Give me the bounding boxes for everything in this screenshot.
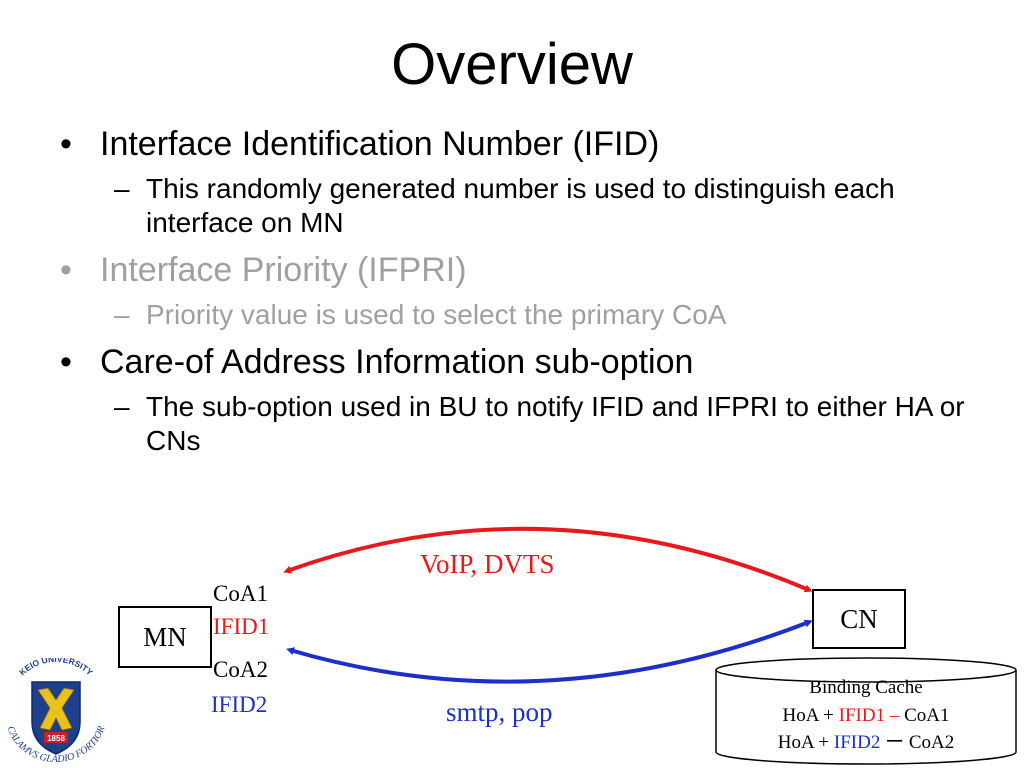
bullet-marker: • (60, 251, 72, 289)
logo-top-text: KEIO UNIVERSITY (17, 658, 95, 678)
bullet-text: Care-of Address Information sub-option (100, 343, 694, 381)
bullet-ifid: • Interface Identification Number (IFID) (60, 124, 1000, 164)
binding-cache-cylinder (715, 657, 1017, 765)
bullet-ifpri: • Interface Priority (IFPRI) (60, 250, 1000, 290)
logo-emblem (37, 687, 75, 731)
cn-label: CN (840, 603, 878, 634)
plus-text: + (823, 705, 834, 726)
coa1-cache-text: CoA1 (904, 705, 950, 726)
ifid2-label: IFID2 (211, 692, 268, 717)
binding-cache-row-1: HoA + IFID1 – CoA1 (716, 704, 1016, 728)
sub-bullet-ifid: – This randomly generated number is used… (60, 172, 1000, 240)
svg-text:KEIO UNIVERSITY: KEIO UNIVERSITY (17, 658, 95, 678)
mn-label: MN (143, 621, 187, 652)
blue-flow-label: smtp, pop (446, 697, 553, 727)
dash-marker: – (114, 391, 130, 422)
slide-title: Overview (391, 32, 633, 97)
bullet-marker: • (60, 343, 72, 381)
cn-node: CN (812, 589, 906, 649)
coa2-cache-text: CoA2 (908, 732, 955, 753)
ifid1-cache-text: IFID1 (838, 705, 886, 726)
sub-bullet-coa-suboption: – The sub-option used in BU to notify IF… (60, 390, 1000, 458)
separator-text: – (889, 705, 900, 726)
sub-bullet-ifpri: – Priority value is used to select the p… (60, 298, 1000, 332)
dash-marker: – (114, 173, 130, 204)
bullet-text: Interface Identification Number (IFID) (100, 125, 660, 163)
dash-marker: – (114, 299, 130, 330)
hoa-text: HoA (777, 732, 814, 753)
logo-year: 1858 (47, 734, 65, 743)
bullet-text: Interface Priority (IFPRI) (100, 251, 467, 289)
sub-bullet-text: This randomly generated number is used t… (146, 173, 895, 238)
keio-university-logo: KEIO UNIVERSITY 1858 CALAMVS GLADIO FORT… (5, 658, 108, 765)
coa1-label: CoA1 (213, 581, 268, 606)
ifid2-cache-text: IFID2 (833, 732, 881, 753)
mn-node: MN (118, 606, 212, 668)
sub-bullet-text: The sub-option used in BU to notify IFID… (146, 391, 965, 456)
bullet-coa-suboption: • Care-of Address Information sub-option (60, 342, 1000, 382)
red-flow-label: VoIP, DVTS (420, 549, 555, 579)
binding-cache-title: Binding Cache (809, 677, 923, 698)
red-flow-arrow (283, 526, 813, 593)
sub-bullet-text: Priority value is used to select the pri… (146, 299, 727, 330)
coa2-label: CoA2 (213, 657, 268, 682)
blue-flow-arrow (286, 619, 813, 684)
ifid1-label: IFID1 (213, 614, 270, 639)
logo-year-band (44, 732, 68, 743)
separator-text: ー (885, 732, 905, 753)
bullet-marker: • (60, 125, 72, 163)
bullet-list: • Interface Identification Number (IFID)… (60, 124, 1000, 468)
plus-text: + (818, 732, 830, 753)
binding-cache-row-2: HoA + IFID2 ー CoA2 (716, 731, 1016, 755)
hoa-text: HoA (782, 705, 819, 726)
